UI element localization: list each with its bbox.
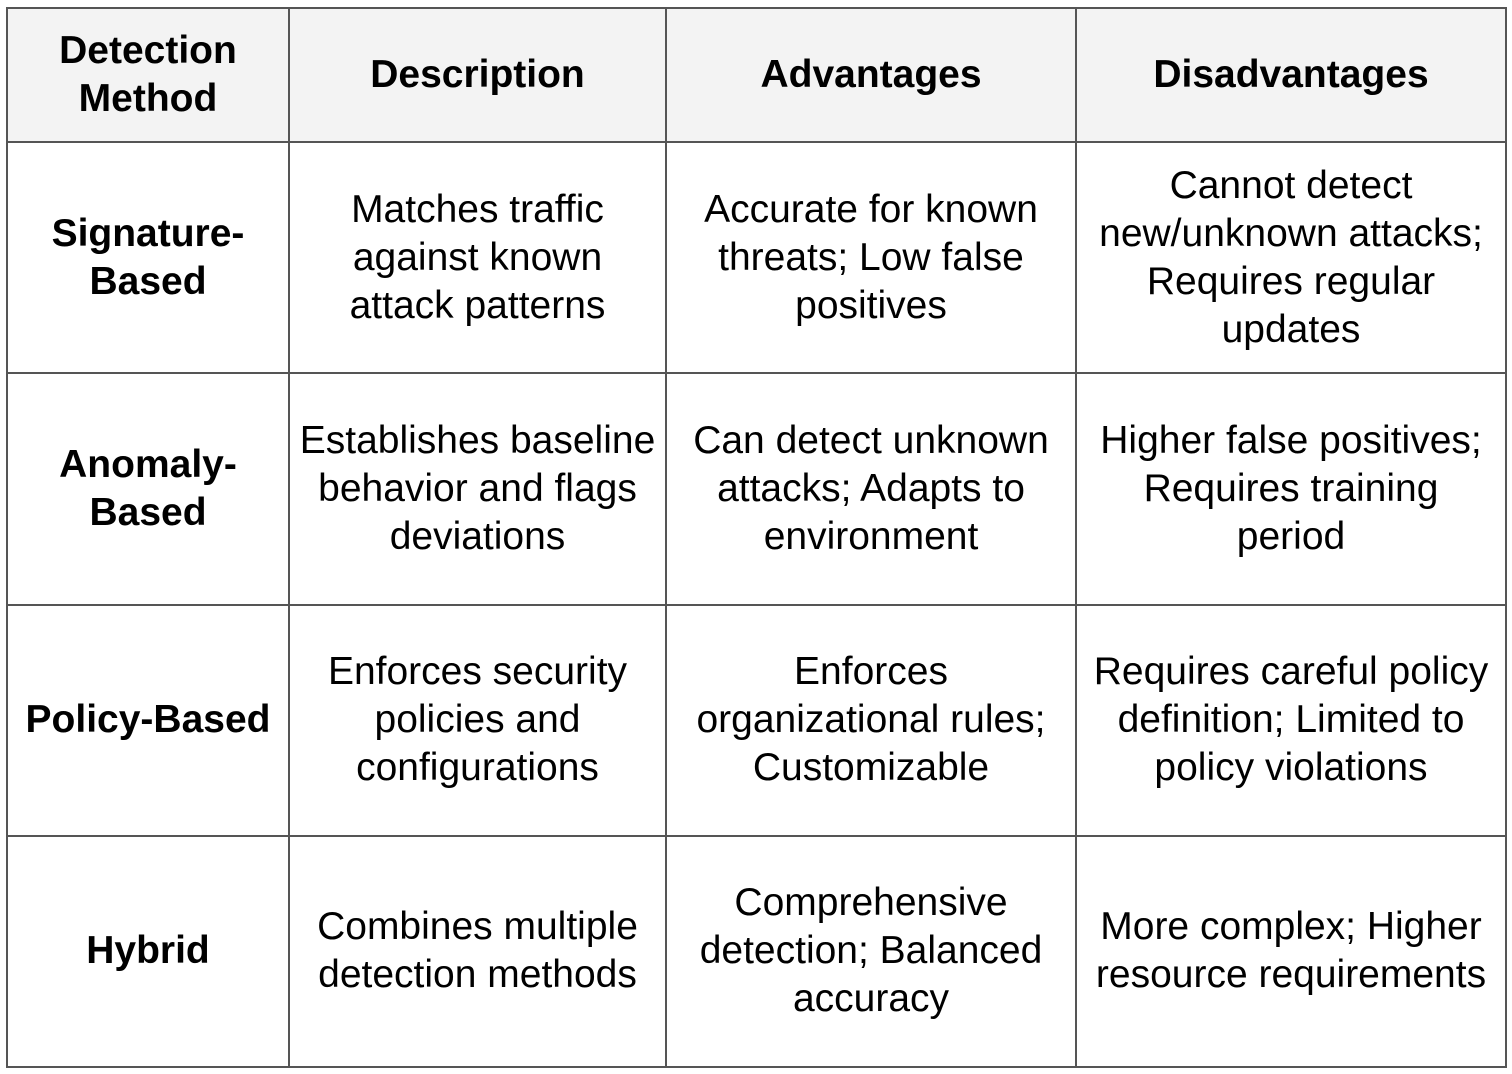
advantages-cell: Enforces organizational rules; Customiza… [665, 603, 1077, 837]
description-cell: Enforces security policies and configura… [288, 603, 667, 837]
table-header-row: Detection Method Description Advantages … [6, 7, 1507, 143]
disadvantages-cell: Requires careful policy definition; Limi… [1075, 603, 1507, 837]
description-cell: Establishes baseline behavior and flags … [288, 372, 667, 606]
advantages-cell: Can detect unknown attacks; Adapts to en… [665, 372, 1077, 606]
disadvantages-cell: More complex; Higher resource requiremen… [1075, 834, 1507, 1069]
table-row: Policy-Based Enforces security policies … [6, 603, 1507, 837]
advantages-cell: Accurate for known threats; Low false po… [665, 140, 1077, 375]
method-cell: Signature-Based [6, 140, 290, 375]
advantages-cell: Comprehensive detection; Balanced accura… [665, 834, 1077, 1069]
disadvantages-cell: Higher false positives; Requires trainin… [1075, 372, 1507, 606]
header-description: Description [288, 7, 667, 143]
method-cell: Hybrid [6, 834, 290, 1069]
table-row: Hybrid Combines multiple detection metho… [6, 834, 1507, 1069]
detection-methods-table: Detection Method Description Advantages … [6, 7, 1507, 1069]
description-cell: Combines multiple detection methods [288, 834, 667, 1069]
disadvantages-cell: Cannot detect new/unknown attacks; Requi… [1075, 140, 1507, 375]
header-disadvantages: Disadvantages [1075, 7, 1507, 143]
table-row: Signature-Based Matches traffic against … [6, 140, 1507, 375]
table-row: Anomaly-Based Establishes baseline behav… [6, 372, 1507, 606]
comparison-table-container: Detection Method Description Advantages … [6, 7, 1507, 1069]
method-cell: Policy-Based [6, 603, 290, 837]
header-detection-method: Detection Method [6, 7, 290, 143]
description-cell: Matches traffic against known attack pat… [288, 140, 667, 375]
method-cell: Anomaly-Based [6, 372, 290, 606]
header-advantages: Advantages [665, 7, 1077, 143]
